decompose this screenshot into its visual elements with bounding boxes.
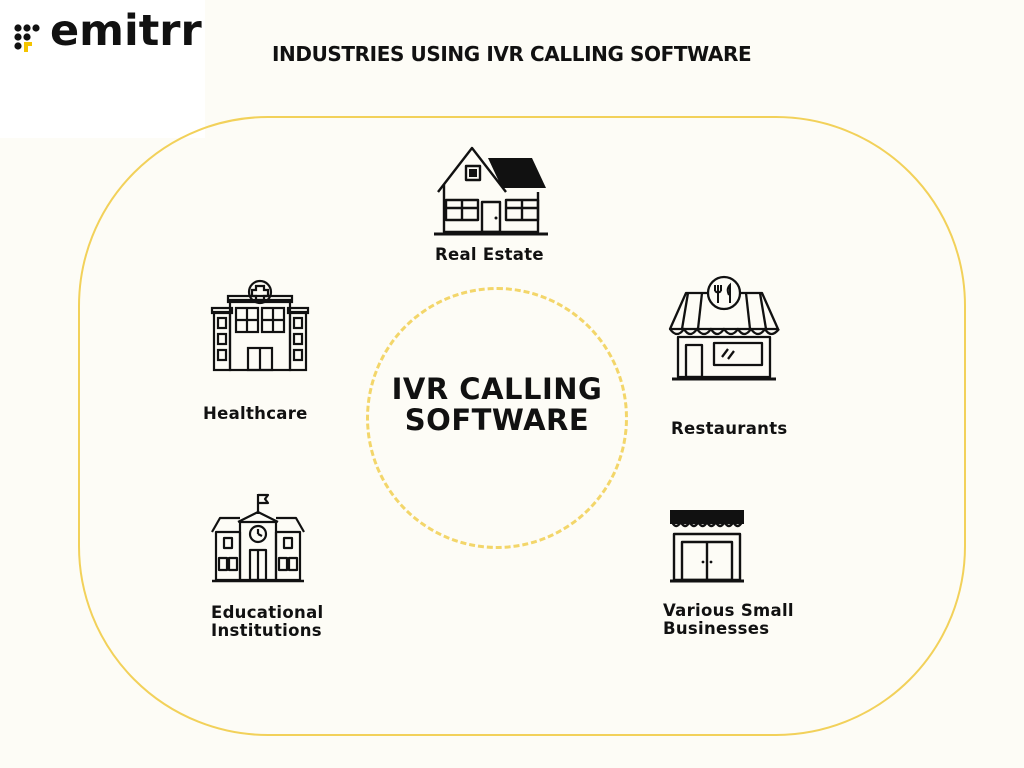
label-restaurants: Restaurants [671, 419, 788, 438]
center-label-line1: IVR CALLING [391, 372, 603, 406]
outer-frame [78, 116, 966, 736]
storefront-icon [670, 510, 744, 583]
label-education-line2: Institutions [211, 621, 322, 640]
house-icon [434, 146, 548, 236]
label-small-business-line2: Businesses [663, 619, 770, 638]
label-educational-institutions: Educational Institutions [211, 604, 323, 640]
restaurant-icon [668, 275, 780, 381]
hospital-icon [210, 279, 310, 372]
center-ring [366, 287, 628, 549]
school-icon [211, 493, 305, 583]
label-small-business-line1: Various Small [663, 601, 794, 620]
label-various-small-businesses: Various Small Businesses [663, 602, 794, 638]
logo-panel: emitrr [0, 0, 205, 138]
label-healthcare: Healthcare [203, 404, 308, 423]
brand-name: emitrr [50, 6, 202, 56]
label-education-line1: Educational [211, 603, 324, 622]
label-real-estate: Real Estate [435, 245, 544, 264]
center-label-line2: SOFTWARE [404, 403, 590, 437]
emitrr-logo-icon [14, 24, 40, 52]
center-label: IVR CALLING SOFTWARE [366, 374, 628, 436]
page-title: INDUSTRIES USING IVR CALLING SOFTWARE [272, 42, 752, 66]
